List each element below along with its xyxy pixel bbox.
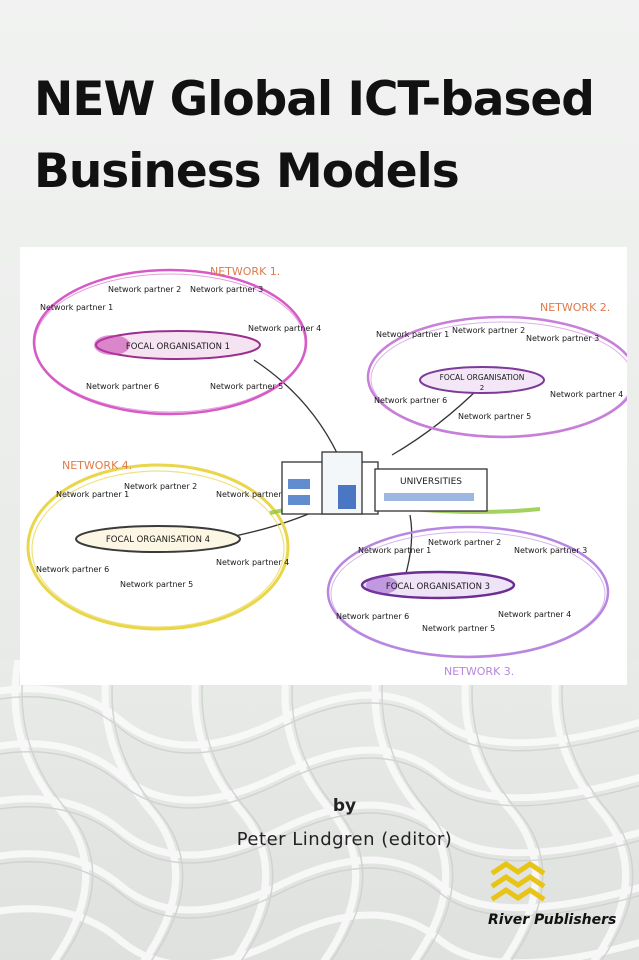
cover-illustration: NETWORK 1. FOCAL ORGANISATION 1 Network … <box>20 247 627 685</box>
focal-organisation-3-ellipse <box>360 570 516 600</box>
n3-partner-2: Network partner 2 <box>428 538 501 547</box>
network-1-ellipse <box>32 268 308 416</box>
network-3: NETWORK 3. FOCAL ORGANISATION 3 Network … <box>326 525 610 678</box>
n2-partner-4: Network partner 4 <box>550 390 623 399</box>
n3-partner-3: Network partner 3 <box>514 546 587 555</box>
n2-partner-1: Network partner 1 <box>376 330 449 339</box>
network-2-label: NETWORK 2. <box>540 301 610 314</box>
focal-organisation-3-label: FOCAL ORGANISATION 3 <box>386 582 490 592</box>
connector-network-3 <box>404 514 413 578</box>
byline: by <box>332 796 357 816</box>
mesh-background <box>0 660 639 960</box>
network-4: NETWORK 4. FOCAL ORGANISATION 4 Network … <box>26 459 290 631</box>
n4-partner-6: Network partner 6 <box>36 565 109 574</box>
n1-partner-1: Network partner 1 <box>40 303 113 312</box>
n3-partner-6: Network partner 6 <box>336 612 409 621</box>
connector-network-1 <box>253 359 339 456</box>
network-1: NETWORK 1. FOCAL ORGANISATION 1 Network … <box>32 265 321 416</box>
n2-partner-6: Network partner 6 <box>374 396 447 405</box>
n1-partner-4: Network partner 4 <box>248 324 321 333</box>
n3-partner-4: Network partner 4 <box>498 610 571 619</box>
focal-organisation-2-ellipse <box>419 366 545 394</box>
network-3-ellipse <box>326 525 610 659</box>
network-1-label: NETWORK 1. <box>210 265 280 278</box>
focal-organisation-4-label: FOCAL ORGANISATION 4 <box>106 535 210 545</box>
n3-partner-5: Network partner 5 <box>422 624 495 633</box>
n4-partner-2: Network partner 2 <box>124 482 197 491</box>
universities-label: UNIVERSITIES <box>400 477 462 487</box>
focal-organisation-1-label: FOCAL ORGANISATION 1 <box>126 342 230 352</box>
network-2-ellipse <box>366 315 627 439</box>
network-4-ellipse <box>26 463 290 631</box>
n4-partner-3: Network partner 3 <box>216 490 289 499</box>
network-2: NETWORK 2. FOCAL ORGANISATION 2 Network … <box>366 301 627 439</box>
n2-partner-5: Network partner 5 <box>458 412 531 421</box>
network-4-label: NETWORK 4. <box>62 459 132 472</box>
n4-partner-5: Network partner 5 <box>120 580 193 589</box>
n1-partner-5: Network partner 5 <box>210 382 283 391</box>
publisher-name: River Publishers <box>488 912 617 928</box>
title-line-2: Business Models <box>34 144 460 199</box>
universities-building: UNIVERSITIES <box>269 451 541 515</box>
focal-organisation-4-ellipse <box>75 525 241 553</box>
n1-partner-6: Network partner 6 <box>86 382 159 391</box>
n2-partner-3: Network partner 3 <box>526 334 599 343</box>
book-title: NEW Global ICT-based Business Models <box>34 64 624 208</box>
focal-organisation-2-label: FOCAL ORGANISATION <box>440 373 525 382</box>
n4-partner-4: Network partner 4 <box>216 558 289 567</box>
focal-organisation-2-number: 2 <box>480 384 484 392</box>
n1-partner-3: Network partner 3 <box>190 285 263 294</box>
n2-partner-2: Network partner 2 <box>452 326 525 335</box>
n3-partner-1: Network partner 1 <box>358 546 431 555</box>
n1-partner-2: Network partner 2 <box>108 285 181 294</box>
author-name: Peter Lindgren (editor) <box>236 829 453 850</box>
river-publishers-logo-icon <box>490 860 546 902</box>
network-diagram: NETWORK 1. FOCAL ORGANISATION 1 Network … <box>26 265 627 678</box>
n4-partner-1: Network partner 1 <box>56 490 129 499</box>
network-3-label: NETWORK 3. <box>444 665 514 678</box>
title-line-1: NEW Global ICT-based <box>34 72 595 127</box>
